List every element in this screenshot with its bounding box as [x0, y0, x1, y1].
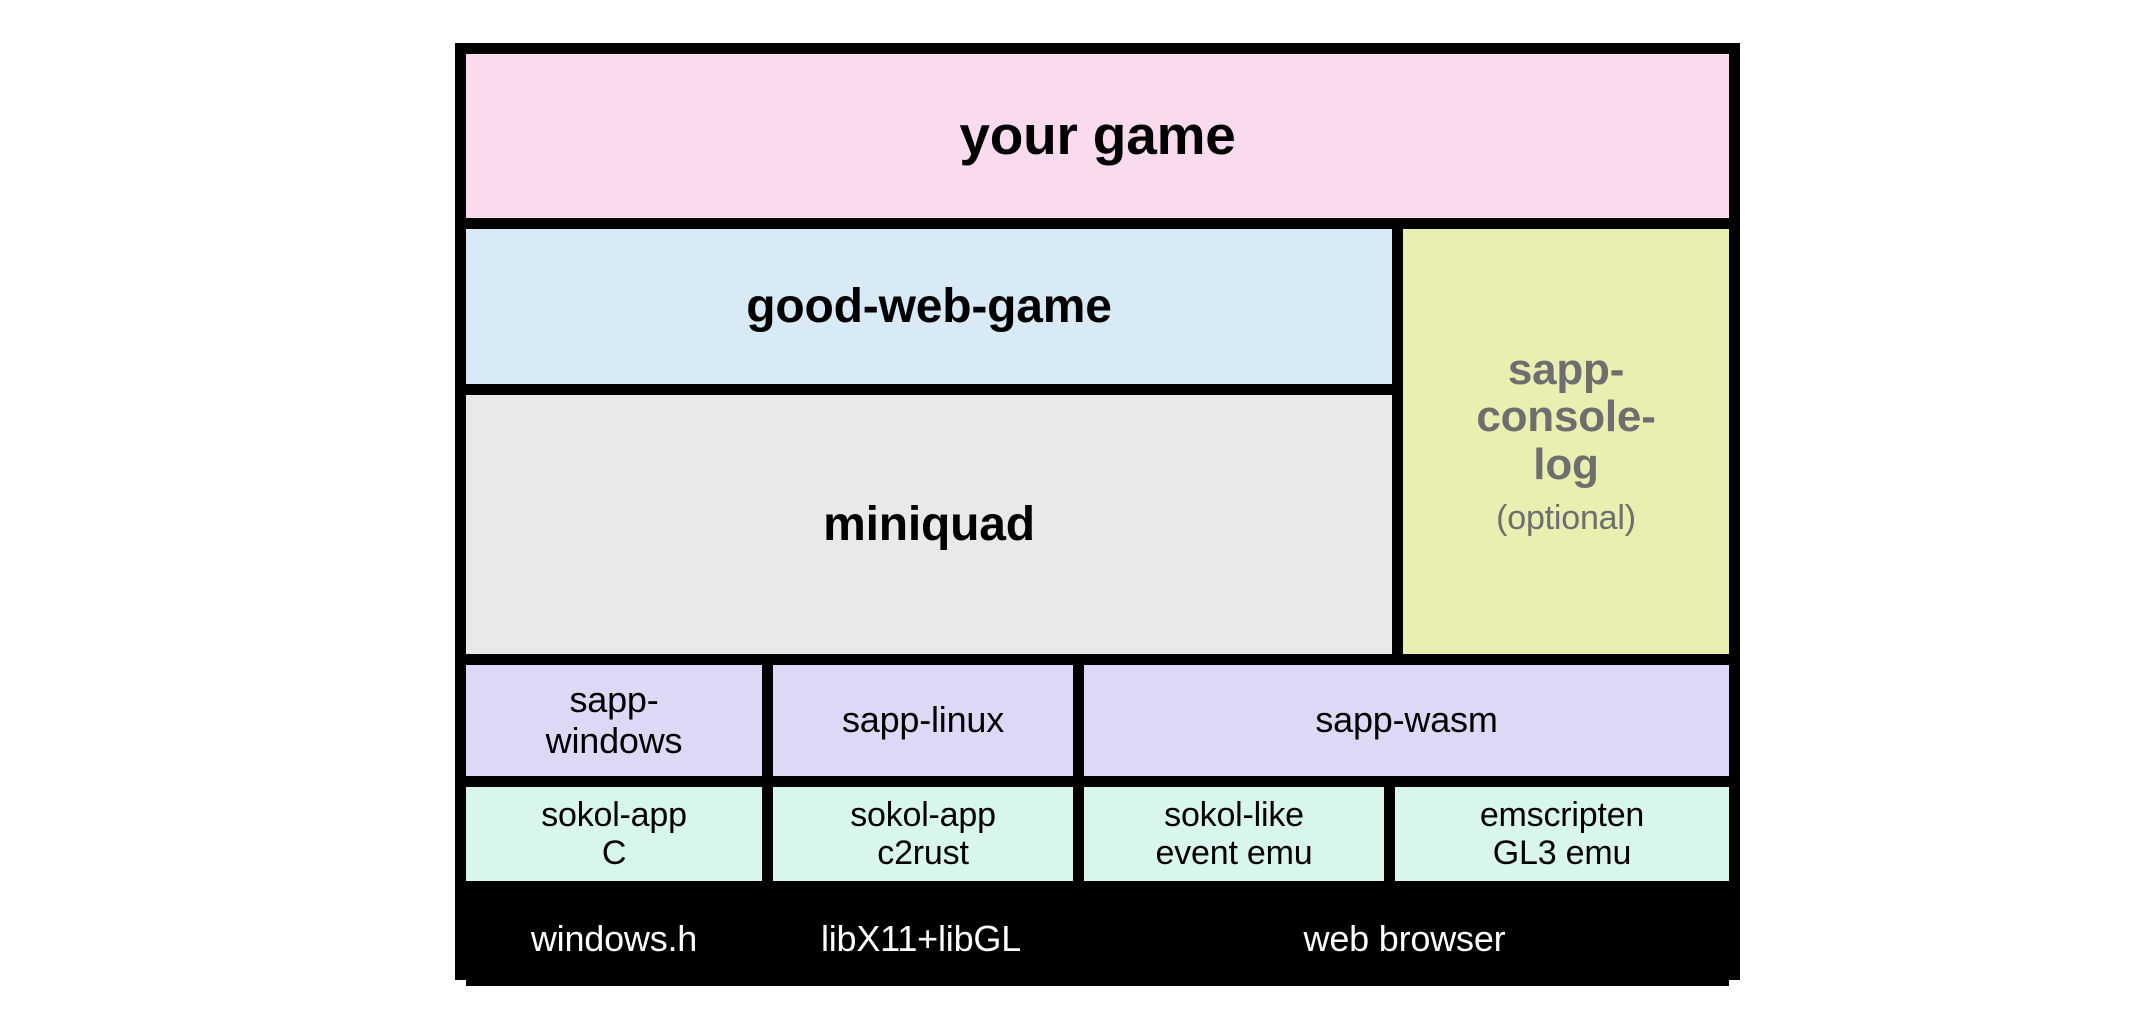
box-sokol-app-c: sokol-app C	[466, 787, 762, 881]
box-emscripten-gl3-emu: emscripten GL3 emu	[1395, 787, 1729, 881]
box-windows-h: windows.h	[466, 892, 762, 986]
layer-row-platform: windows.h libX11+libGL web browser	[466, 892, 1729, 986]
box-sapp-windows: sapp- windows	[466, 665, 762, 776]
layer-row-sapp-backend: sapp- windows sapp-linux sapp-wasm	[466, 665, 1729, 776]
box-good-web-game: good-web-game	[466, 229, 1392, 384]
box-libx11-libgl: libX11+libGL	[771, 892, 1071, 986]
box-sapp-linux: sapp-linux	[773, 665, 1073, 776]
layer-row-application: your game	[466, 54, 1729, 218]
architecture-stack-diagram: your game good-web-game miniquad sapp- c…	[455, 43, 1740, 986]
box-sapp-console-log: sapp- console- log (optional)	[1403, 229, 1729, 654]
box-sapp-console-log-label: sapp- console- log	[1476, 344, 1656, 489]
layer-row-sokol-emulation: sokol-app C sokol-app c2rust sokol-like …	[466, 787, 1729, 881]
box-sokol-like-event-emu: sokol-like event emu	[1084, 787, 1384, 881]
box-web-browser: web browser	[1080, 892, 1729, 986]
box-your-game: your game	[466, 54, 1729, 218]
box-miniquad: miniquad	[466, 395, 1392, 654]
framework-engine-column: good-web-game miniquad	[466, 229, 1392, 654]
box-sapp-wasm: sapp-wasm	[1084, 665, 1729, 776]
box-sapp-console-log-optional-note: (optional)	[1496, 499, 1636, 538]
layer-row-framework: good-web-game miniquad sapp- console- lo…	[466, 229, 1729, 654]
box-sokol-app-c2rust: sokol-app c2rust	[773, 787, 1073, 881]
